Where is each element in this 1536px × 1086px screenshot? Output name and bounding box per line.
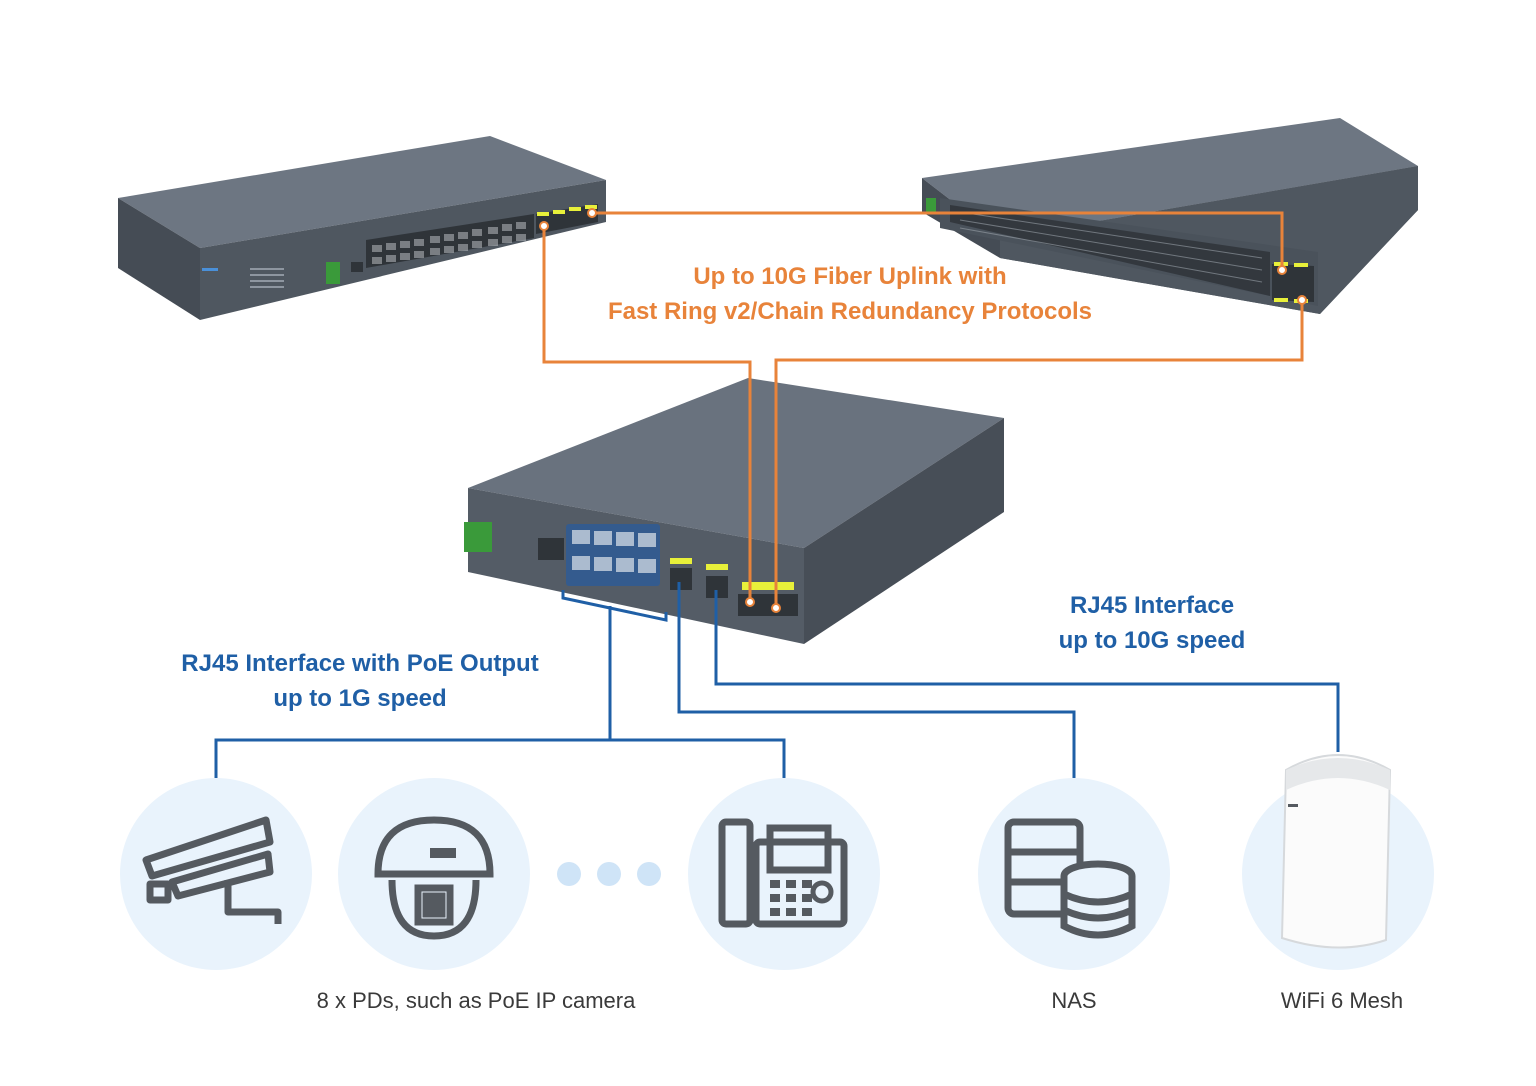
pds-caption: 8 x PDs, such as PoE IP camera xyxy=(316,988,636,1013)
nas-caption: NAS xyxy=(1051,988,1097,1013)
rj45-label-line1: RJ45 Interface xyxy=(1069,592,1235,619)
poe-label-line1: RJ45 Interface with PoE Output xyxy=(181,650,539,677)
fiber-label-line1: Up to 10G Fiber Uplink with xyxy=(693,263,1007,290)
fiber-label-line2: Fast Ring v2/Chain Redundancy Protocols xyxy=(607,298,1093,325)
poe-label-line2: up to 1G speed xyxy=(273,685,447,712)
ellipsis-dots-icon xyxy=(557,862,661,886)
ip-phone-icon xyxy=(688,778,880,970)
rj45-10g-label: RJ45 Interface up to 10G speed xyxy=(1002,588,1302,658)
center-poe-switch xyxy=(464,378,1004,644)
nas-server-icon xyxy=(978,778,1170,970)
poe-interface-label: RJ45 Interface with PoE Output up to 1G … xyxy=(130,646,590,716)
left-rack-switch xyxy=(118,136,606,320)
dome-camera-icon xyxy=(338,778,530,970)
fiber-uplink-label: Up to 10G Fiber Uplink with Fast Ring v2… xyxy=(560,259,1140,329)
rj45-label-line2: up to 10G speed xyxy=(1058,627,1246,654)
right-rack-switch xyxy=(922,118,1418,314)
wifi-caption: WiFi 6 Mesh xyxy=(1280,988,1404,1013)
bullet-camera-icon xyxy=(120,778,312,970)
wifi-mesh-router-icon xyxy=(1242,754,1434,970)
fiber-links xyxy=(542,211,1304,608)
copper-links xyxy=(214,582,1340,778)
